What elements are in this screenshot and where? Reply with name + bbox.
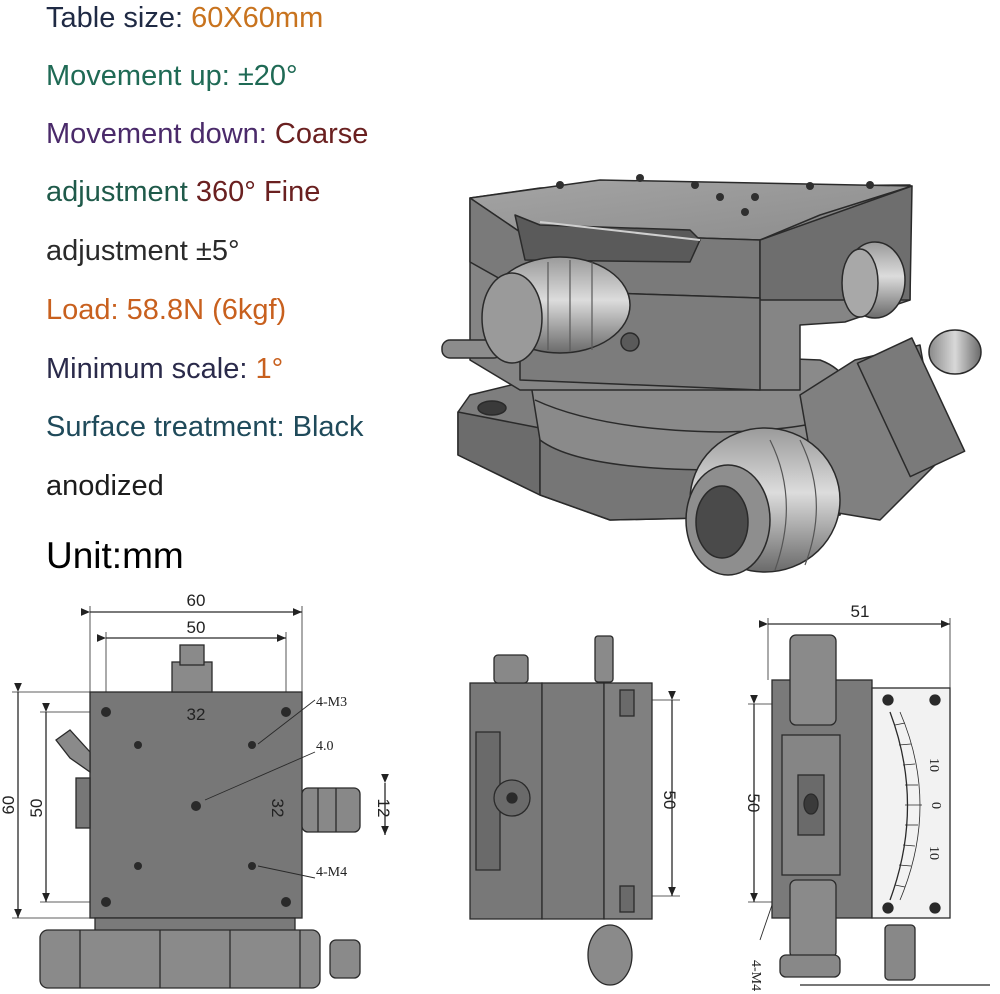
scale-label-bottom: 10 bbox=[926, 846, 941, 860]
spec-adjustment-coarse: adjustment 360° Fine bbox=[46, 178, 320, 207]
spec-adjustment-fine: adjustment ±5° bbox=[46, 237, 240, 266]
right-callout-4-m4: 4-M4 bbox=[748, 960, 763, 991]
spec-label: Minimum scale: bbox=[46, 353, 256, 385]
spec-movement-down: Movement down: Coarse bbox=[46, 120, 368, 149]
right-dim-50: 50 bbox=[744, 794, 763, 813]
spec-table-size: Table size: 60X60mm bbox=[46, 4, 323, 33]
dim-50-height: 50 bbox=[27, 799, 46, 818]
spec-movement-up: Movement up: ±20° bbox=[46, 62, 298, 91]
dim-12: 12 bbox=[374, 799, 393, 818]
spec-label: Movement down: bbox=[46, 118, 275, 150]
right-dim-51: 51 bbox=[851, 602, 870, 621]
unit-label: Unit:mm bbox=[46, 535, 184, 576]
spec-value: 1° bbox=[255, 353, 284, 385]
spec-surface-treatment: Surface treatment: Black bbox=[46, 413, 364, 442]
product-3d-view bbox=[441, 174, 982, 576]
dim-60-width: 60 bbox=[187, 591, 206, 610]
spec-anodized: anodized bbox=[46, 472, 164, 501]
front-view-drawing bbox=[12, 606, 389, 989]
dim-50-width: 50 bbox=[187, 618, 206, 637]
side-view-drawing bbox=[469, 635, 680, 986]
side-dim-50: 50 bbox=[660, 791, 679, 810]
spec-label: Movement up: ±20° bbox=[46, 60, 298, 92]
spec-label: adjustment ±5° bbox=[46, 235, 240, 267]
spec-label: Surface treatment: Black bbox=[46, 411, 364, 443]
dim-60-height: 60 bbox=[0, 796, 18, 815]
spec-label: anodized bbox=[46, 470, 164, 502]
callout-4-m4: 4-M4 bbox=[316, 865, 347, 880]
spec-label: Table size: bbox=[46, 2, 192, 34]
scale-label-top: 10 bbox=[926, 758, 941, 772]
scale-label-zero: 0 bbox=[928, 802, 943, 809]
right-view-drawing bbox=[748, 618, 990, 986]
spec-minimum-scale: Minimum scale: 1° bbox=[46, 355, 283, 384]
dim-32-width: 32 bbox=[187, 705, 206, 724]
spec-label: Load: 58.8N (6kgf) bbox=[46, 294, 287, 326]
dim-32-height: 32 bbox=[268, 799, 287, 818]
callout-4-m3: 4-M3 bbox=[316, 695, 347, 710]
spec-value: Coarse bbox=[274, 118, 369, 150]
spec-value: 60X60mm bbox=[191, 2, 324, 34]
spec-value: 360° Fine bbox=[195, 176, 321, 208]
spec-load: Load: 58.8N (6kgf) bbox=[46, 296, 286, 325]
callout-4-0: 4.0 bbox=[316, 739, 334, 754]
spec-label: adjustment bbox=[46, 176, 196, 208]
